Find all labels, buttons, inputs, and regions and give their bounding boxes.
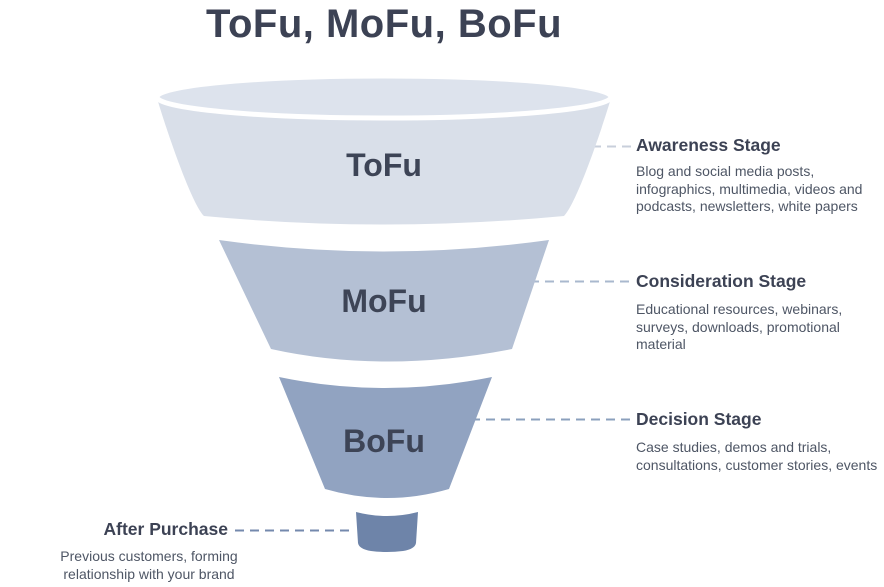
stage-label-mofu: MoFu	[341, 283, 427, 319]
annotation-heading-awareness: Awareness Stage	[636, 135, 781, 155]
stage-label-bofu: BoFu	[343, 423, 425, 459]
annotation-body-consideration: Educational resources, webinars, surveys…	[636, 301, 843, 352]
page-title: ToFu, MoFu, BoFu	[205, 2, 563, 46]
annotation-heading-after-purchase: After Purchase	[103, 519, 229, 539]
funnel-spout-shape	[356, 512, 418, 552]
annotation-heading-consideration: Consideration Stage	[636, 271, 807, 291]
funnel-stage-mofu-shape	[219, 240, 549, 362]
annotation-heading-decision: Decision Stage	[636, 409, 762, 429]
annotation-body-decision: Case studies, demos and trials, consulta…	[636, 439, 878, 473]
annotation-body-awareness: Blog and social media posts, infographic…	[636, 163, 863, 214]
funnel-stage-bofu-shape	[279, 377, 492, 498]
funnel-top-opening	[154, 73, 614, 121]
annotation-body-after-purchase: Previous customers, forming relationship…	[60, 548, 238, 582]
funnel-stage-tofu-shape	[157, 98, 611, 225]
stage-label-tofu: ToFu	[346, 147, 422, 183]
